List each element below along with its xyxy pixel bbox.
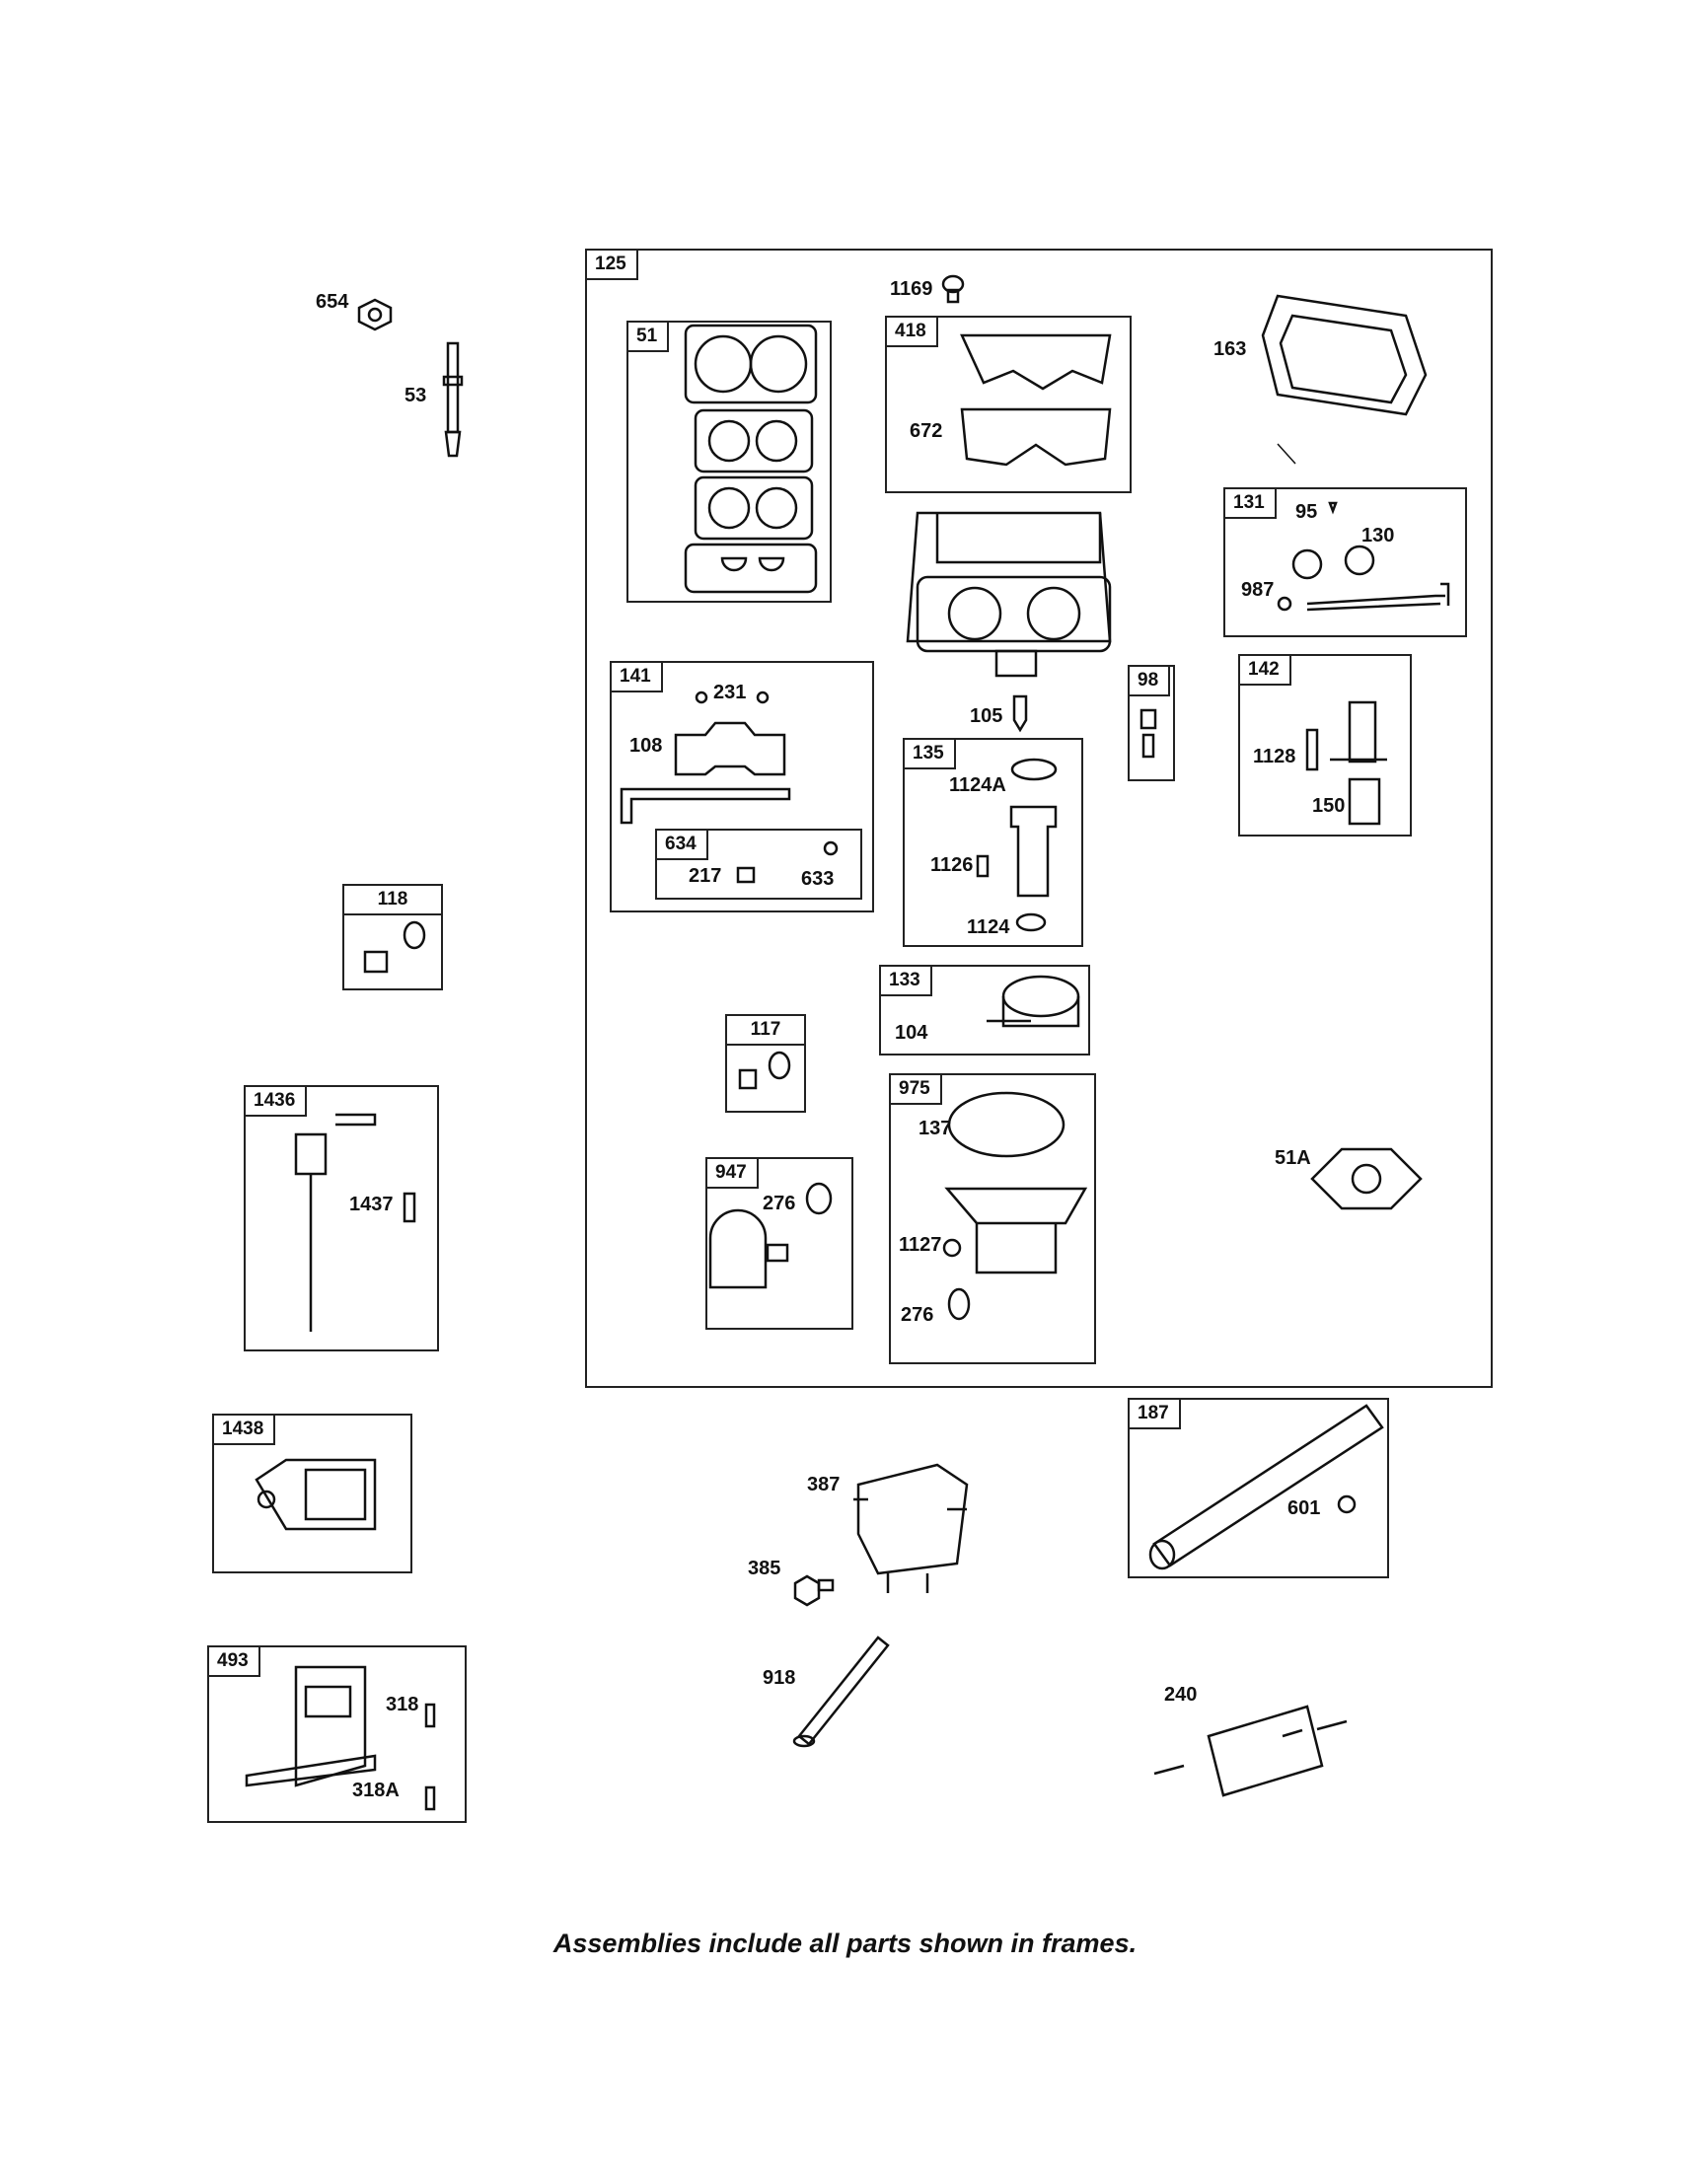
frame-label-141: 141 <box>612 663 663 692</box>
frame-label-98: 98 <box>1130 667 1171 696</box>
callout-672: 672 <box>910 420 943 442</box>
frame-118: 118 <box>342 884 443 990</box>
nut-part-654 <box>357 298 393 331</box>
frame-141: 141 <box>610 661 874 912</box>
bracket-part-141 <box>620 691 791 825</box>
parts-634 <box>736 840 839 884</box>
frame-125: 125 <box>585 249 1493 1388</box>
tube-part-918 <box>792 1636 890 1748</box>
frame-label-418: 418 <box>887 318 938 347</box>
carburetor-body <box>906 511 1112 678</box>
callout-918: 918 <box>763 1667 796 1689</box>
callout-387: 387 <box>807 1474 841 1495</box>
frame-133: 133 <box>879 965 1090 1056</box>
frame-975: 975 <box>889 1073 1096 1364</box>
callout-1124A: 1124A <box>949 774 1006 796</box>
frame-51: 51 <box>626 321 832 603</box>
stud-part-53 <box>442 341 464 458</box>
part-1436 <box>294 1113 416 1332</box>
gasket-part-163 <box>1261 294 1428 416</box>
callout-108: 108 <box>629 735 663 757</box>
choke-parts-131 <box>1277 501 1450 612</box>
screw-part-1169 <box>941 274 965 304</box>
part-947 <box>708 1182 833 1289</box>
callout-105: 105 <box>970 705 1003 727</box>
frame-135: 135 <box>903 738 1083 947</box>
frame-418: 418 <box>885 316 1132 493</box>
frame-142: 142 <box>1238 654 1412 837</box>
callout-231: 231 <box>713 682 747 703</box>
frame-label-634: 634 <box>657 831 708 860</box>
frame-label-133: 133 <box>881 967 932 996</box>
valve-part-105 <box>1012 694 1028 733</box>
callout-150: 150 <box>1312 795 1346 817</box>
plate-part-418 <box>960 333 1112 467</box>
part-117 <box>738 1051 791 1090</box>
callout-163: 163 <box>1213 338 1247 360</box>
part-142 <box>1305 700 1387 826</box>
assemblies-note: Assemblies include all parts shown in fr… <box>552 1929 1138 1958</box>
frame-label-947: 947 <box>707 1159 759 1189</box>
frame-187: 187 <box>1128 1398 1389 1578</box>
callout-53: 53 <box>404 385 427 406</box>
callout-240: 240 <box>1164 1684 1198 1706</box>
callout-654: 654 <box>316 291 349 313</box>
frame-label-1436: 1436 <box>246 1087 308 1117</box>
callout-217: 217 <box>689 865 722 887</box>
frame-1438: 1438 <box>212 1414 412 1573</box>
frame-label-125: 125 <box>587 251 638 280</box>
callout-318: 318 <box>386 1694 419 1715</box>
callout-1124: 1124 <box>967 916 1010 938</box>
gasket-part-51A <box>1310 1147 1423 1210</box>
part-1438 <box>255 1458 377 1531</box>
frame-131: 131 <box>1223 487 1467 637</box>
callout-276-b: 276 <box>901 1304 934 1326</box>
callout-318A: 318A <box>352 1780 400 1801</box>
frame-label-975: 975 <box>891 1075 942 1105</box>
frame-947: 947 <box>705 1157 853 1330</box>
frame-label-131: 131 <box>1225 489 1277 519</box>
frame-label-117: 117 <box>727 1016 804 1046</box>
gasket-set-part-51 <box>684 324 818 594</box>
frame-label-493: 493 <box>209 1647 260 1677</box>
frame-label-1438: 1438 <box>214 1416 276 1445</box>
callout-1126: 1126 <box>930 854 974 876</box>
frame-1436: 1436 <box>244 1085 439 1351</box>
screw-part-385 <box>793 1574 835 1607</box>
frame-label-118: 118 <box>344 886 441 915</box>
frame-493: 493 <box>207 1645 467 1823</box>
callout-1437: 1437 <box>349 1194 394 1215</box>
part-118 <box>363 920 426 974</box>
callout-601: 601 <box>1287 1497 1321 1519</box>
callout-633: 633 <box>801 868 835 890</box>
frame-label-51: 51 <box>628 323 670 352</box>
callout-276-a: 276 <box>763 1193 796 1214</box>
frame-117: 117 <box>725 1014 806 1113</box>
fuel-pump-part-387 <box>853 1463 969 1593</box>
frame-label-142: 142 <box>1240 656 1291 686</box>
callout-1169: 1169 <box>890 278 933 300</box>
callout-104: 104 <box>895 1022 928 1044</box>
callout-95: 95 <box>1295 501 1318 523</box>
callout-987: 987 <box>1241 579 1275 601</box>
part-133 <box>987 975 1080 1028</box>
callout-1127: 1127 <box>899 1234 942 1256</box>
frame-label-135: 135 <box>905 740 956 769</box>
part-98 <box>1139 708 1157 759</box>
hose-part-187 <box>1148 1404 1384 1570</box>
frame-label-187: 187 <box>1130 1400 1181 1429</box>
fuel-filter-part-240 <box>1153 1705 1348 1797</box>
float-part-135 <box>976 758 1058 932</box>
callout-385: 385 <box>748 1558 781 1579</box>
part-493 <box>245 1665 436 1811</box>
frame-634: 634 <box>655 829 862 900</box>
callout-1128: 1128 <box>1253 746 1296 767</box>
frame-98: 98 <box>1128 665 1175 781</box>
part-975 <box>942 1091 1088 1321</box>
callout-130: 130 <box>1361 525 1395 546</box>
callout-51A: 51A <box>1275 1147 1311 1169</box>
callout-137: 137 <box>918 1118 952 1139</box>
